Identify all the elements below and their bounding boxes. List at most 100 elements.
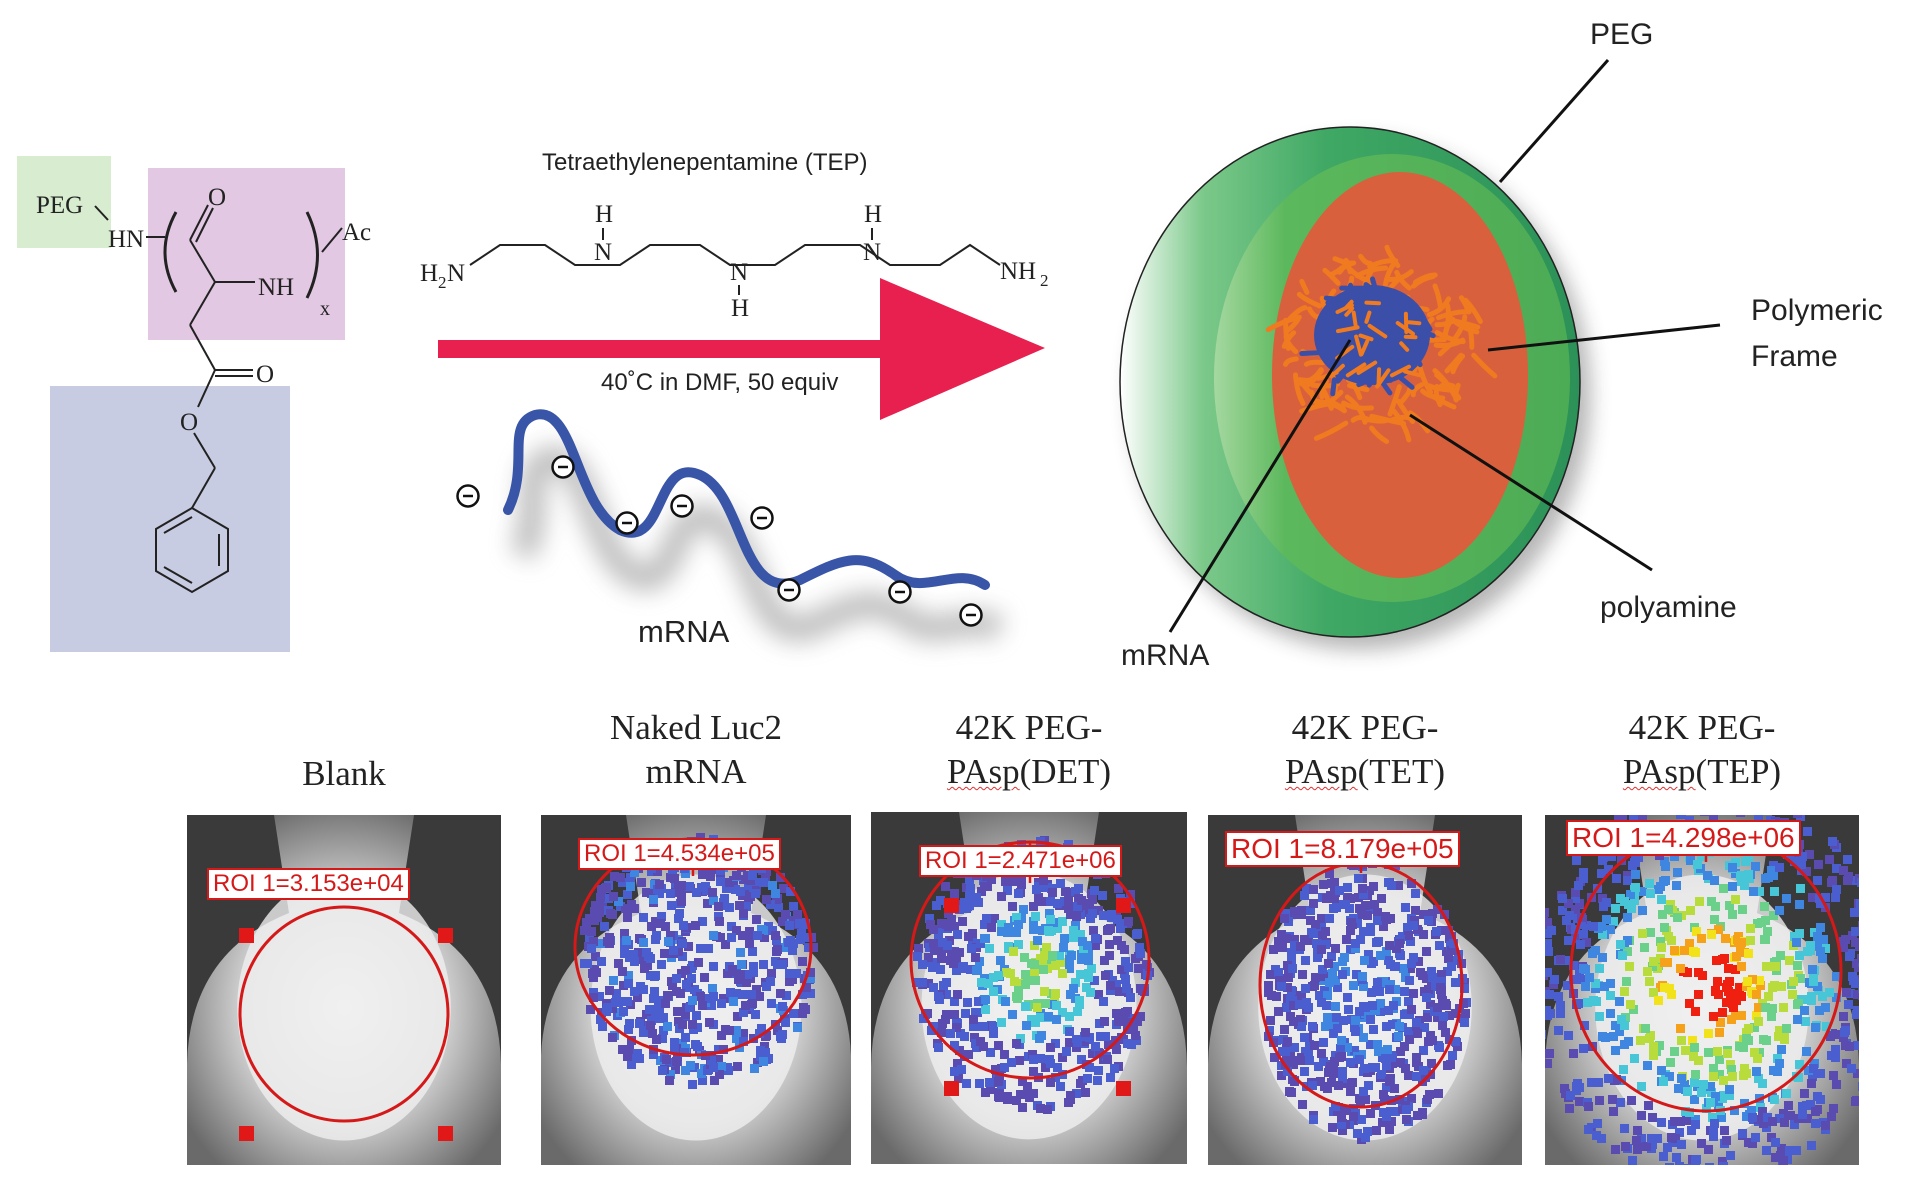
- signal-pixel: [1443, 967, 1452, 976]
- signal-pixel: [1351, 1027, 1360, 1036]
- signal-pixel: [1028, 1050, 1037, 1059]
- signal-pixel: [1710, 1119, 1719, 1128]
- signal-pixel: [1325, 869, 1334, 878]
- signal-pixel: [656, 919, 665, 928]
- signal-pixel: [1693, 860, 1702, 869]
- signal-pixel: [1806, 941, 1815, 950]
- signal-pixel: [751, 1010, 760, 1019]
- signal-pixel: [1319, 1038, 1328, 1047]
- signal-pixel: [923, 1009, 932, 1018]
- signal-pixel: [1356, 935, 1365, 944]
- signal-pixel: [924, 979, 933, 988]
- signal-pixel: [1308, 1022, 1317, 1031]
- signal-pixel: [1283, 983, 1292, 992]
- signal-pixel: [1407, 879, 1416, 888]
- signal-pixel: [1378, 1118, 1387, 1127]
- signal-pixel: [1620, 987, 1629, 996]
- signal-pixel: [789, 916, 798, 925]
- signal-pixel: [1014, 889, 1023, 898]
- signal-pixel: [1558, 906, 1567, 915]
- signal-pixel: [1084, 956, 1093, 965]
- signal-pixel: [1351, 944, 1360, 953]
- signal-pixel: [1648, 962, 1657, 971]
- signal-pixel: [1427, 1059, 1436, 1068]
- polyamine-strand: [1344, 394, 1368, 425]
- signal-pixel: [1135, 943, 1144, 952]
- signal-pixel: [1737, 877, 1746, 886]
- signal-pixel: [725, 1026, 734, 1035]
- signal-pixel: [630, 987, 639, 996]
- signal-pixel: [1676, 964, 1685, 973]
- signal-pixel: [1770, 1095, 1779, 1104]
- signal-pixel: [1597, 922, 1606, 931]
- signal-pixel: [732, 1026, 741, 1035]
- signal-pixel: [1726, 1060, 1735, 1069]
- signal-pixel: [966, 965, 975, 974]
- signal-pixel: [592, 968, 601, 977]
- signal-pixel: [616, 902, 625, 911]
- signal-pixel: [1571, 975, 1580, 984]
- signal-pixel: [767, 969, 776, 978]
- signal-pixel: [1448, 1051, 1457, 1060]
- signal-pixel: [761, 1032, 770, 1041]
- signal-pixel: [625, 1019, 634, 1028]
- signal-pixel: [1564, 936, 1573, 945]
- signal-pixel: [667, 977, 676, 986]
- signal-pixel: [1822, 1022, 1831, 1031]
- signal-pixel: [1579, 868, 1588, 877]
- signal-pixel: [1700, 815, 1709, 816]
- signal-pixel: [1688, 1036, 1697, 1045]
- signal-pixel: [989, 1029, 998, 1038]
- signal-pixel: [1565, 1104, 1574, 1113]
- signal-pixel: [1383, 1045, 1392, 1054]
- signal-pixel: [586, 1005, 595, 1014]
- bioluminescence-image: [1208, 815, 1522, 1165]
- signal-pixel: [1748, 975, 1757, 984]
- signal-pixel: [771, 931, 780, 940]
- signal-pixel: [1409, 953, 1418, 962]
- signal-pixel: [1017, 840, 1026, 849]
- signal-pixel: [1010, 877, 1019, 886]
- signal-pixel: [1323, 1013, 1332, 1022]
- signal-pixel: [1437, 970, 1446, 979]
- signal-pixel: [1024, 1089, 1033, 1098]
- signal-pixel: [622, 936, 631, 945]
- signal-pixel: [1853, 990, 1859, 999]
- signal-pixel: [1338, 970, 1347, 979]
- signal-pixel: [1112, 1045, 1121, 1054]
- negative-charge-icon: [959, 603, 983, 627]
- signal-pixel: [1059, 943, 1068, 952]
- signal-pixel: [1585, 973, 1594, 982]
- signal-pixel: [996, 956, 1005, 965]
- signal-pixel: [618, 967, 627, 976]
- signal-pixel: [1030, 941, 1039, 950]
- signal-pixel: [602, 1007, 611, 1016]
- signal-pixel: [798, 957, 807, 966]
- signal-pixel: [1831, 1046, 1840, 1055]
- signal-pixel: [1619, 1065, 1628, 1074]
- signal-pixel: [1829, 1104, 1838, 1113]
- signal-pixel: [1434, 1041, 1443, 1050]
- signal-pixel: [950, 997, 959, 1006]
- signal-pixel: [1287, 948, 1296, 957]
- signal-pixel: [1331, 1102, 1340, 1111]
- signal-pixel: [784, 938, 793, 947]
- signal-pixel: [1810, 1059, 1819, 1068]
- polyamine-strand: [1471, 352, 1498, 379]
- signal-pixel: [809, 943, 818, 952]
- signal-pixel: [1754, 1017, 1763, 1026]
- signal-pixel: [1582, 938, 1591, 947]
- signal-pixel: [1736, 871, 1745, 880]
- signal-pixel: [1052, 1001, 1061, 1010]
- signal-pixel: [614, 959, 623, 968]
- reaction-condition: 40˚C in DMF, 50 equiv: [601, 369, 838, 396]
- signal-pixel: [1660, 857, 1669, 866]
- signal-pixel: [714, 912, 723, 921]
- polyamine-strand: [1434, 319, 1455, 328]
- signal-pixel: [1460, 984, 1469, 993]
- signal-pixel: [1816, 923, 1825, 932]
- signal-pixel: [1598, 953, 1607, 962]
- signal-pixel: [1675, 1162, 1684, 1165]
- roi-corner-marker: [1116, 1081, 1131, 1096]
- signal-pixel: [1372, 938, 1381, 947]
